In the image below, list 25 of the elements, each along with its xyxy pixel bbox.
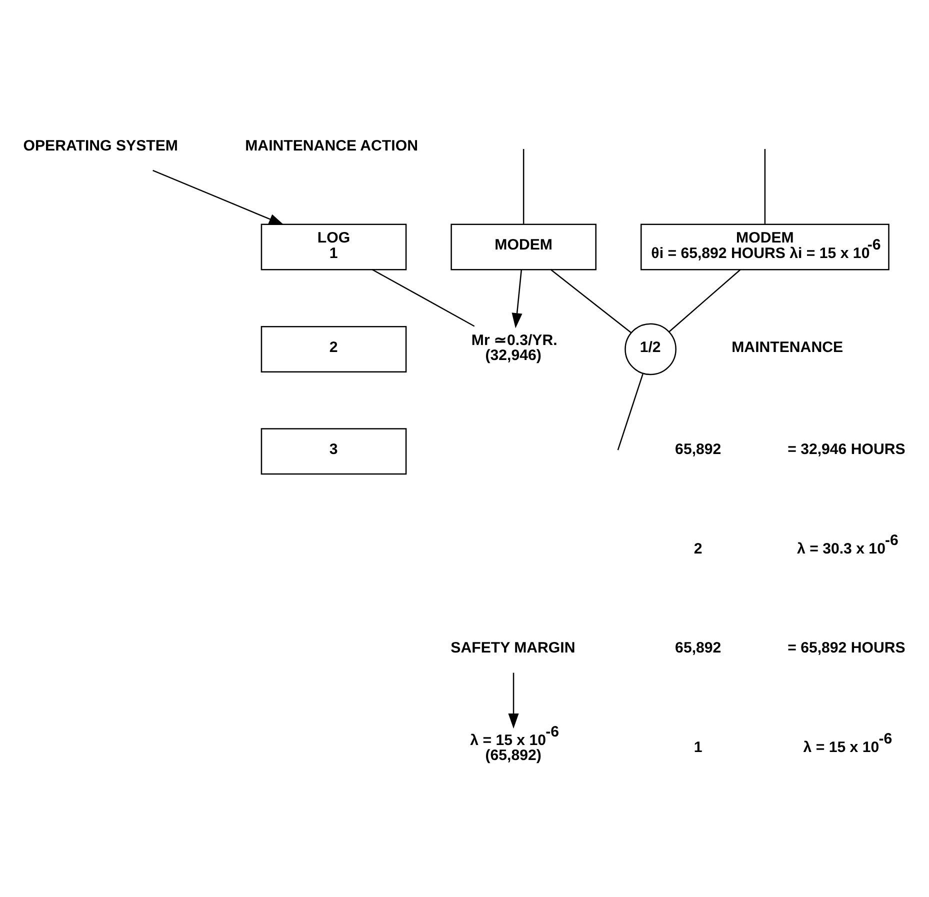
connector [617,374,644,450]
node-box: LOG 1 [260,224,407,270]
arrow [152,170,284,226]
label: MAINTENANCE ACTION [245,137,418,154]
node-circle: 1/2 [624,323,676,376]
node-text: SAFETY MARGIN [450,640,576,657]
node-box: 3 [260,428,407,475]
label: MAINTENANCE [732,338,844,356]
arrow [508,672,519,729]
label: 65,892 [675,640,722,657]
label: 65,892 [675,441,722,458]
label: 2 [694,540,702,558]
node-text: Mr ≃0.3/YR. (32,946) [471,332,558,364]
connector [550,269,632,333]
label: = 65,892 HOURS [788,640,906,657]
arrow [512,270,522,328]
connector [522,149,524,224]
node-text: OPERATING SYSTEM [23,137,178,154]
connector [764,149,766,224]
label: 1 [694,738,702,756]
node-box: 2 [260,326,407,372]
connector [668,269,741,332]
label: = 32,946 HOURS [788,441,906,458]
node-box: MODEM [450,224,596,270]
connector [372,269,475,327]
